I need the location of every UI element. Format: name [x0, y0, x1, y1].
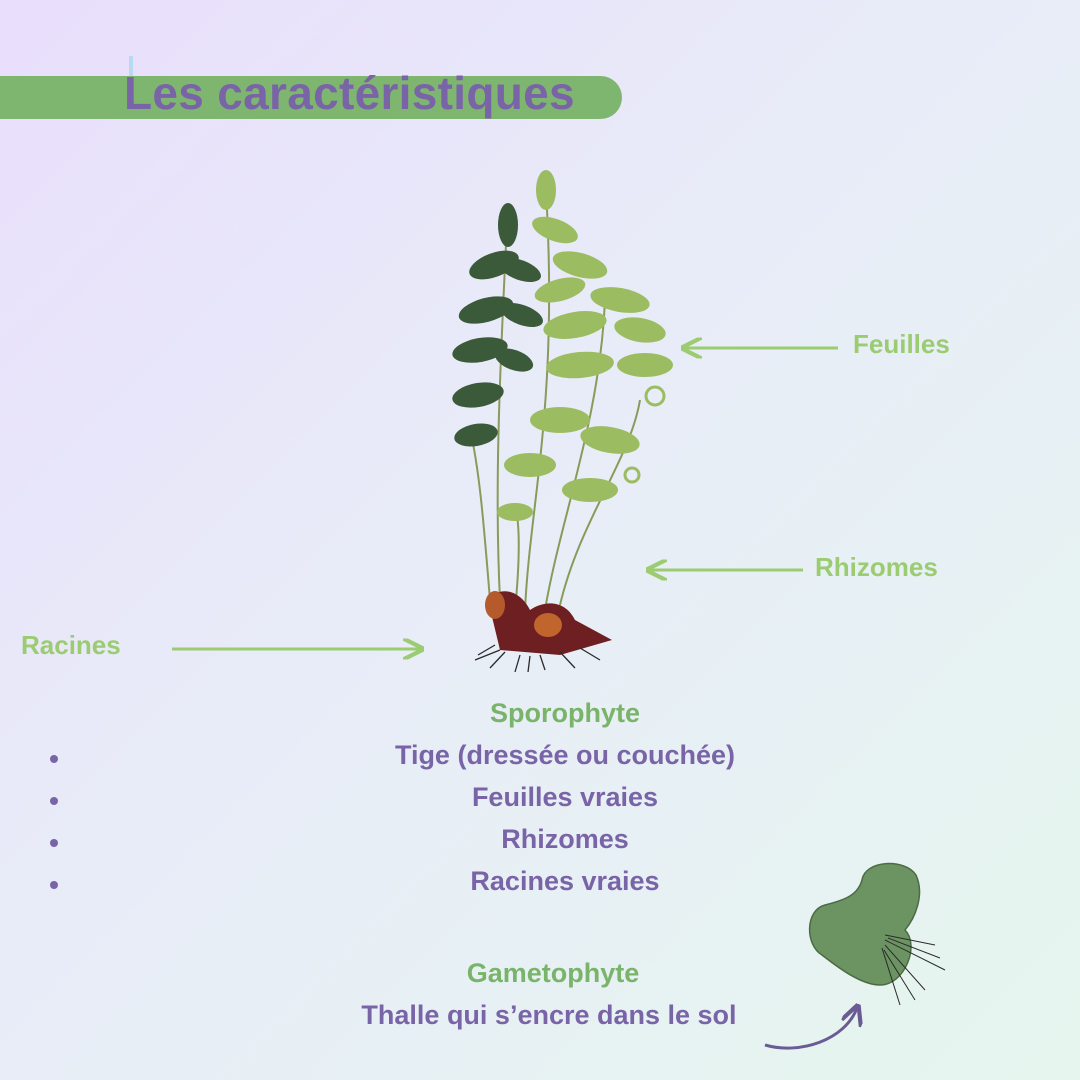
title-marker: [129, 56, 133, 78]
sporophyte-heading: Sporophyte: [489, 698, 640, 728]
gametophyte-heading: Gametophyte: [466, 958, 640, 988]
arrow-gametophyte: [764, 1008, 857, 1050]
label-rhizomes: Rhizomes: [815, 552, 938, 582]
thallus-illustration: [808, 862, 946, 1006]
bullet-1: [50, 755, 58, 763]
page-title: Les caractéristiques: [124, 67, 575, 119]
light-frond: [497, 170, 673, 521]
sporophyte-item-4: Racines vraies: [470, 866, 660, 896]
gametophyte-description: Thalle qui s’encre dans le sol: [361, 1000, 737, 1030]
dark-frond: [452, 203, 543, 447]
bullet-2: [50, 797, 58, 805]
sporophyte-item-3: Rhizomes: [501, 824, 629, 854]
sporophyte-item-1: Tige (dressée ou couchée): [394, 740, 736, 770]
rhizome: [485, 591, 612, 655]
fern-illustration: [452, 170, 673, 673]
title-bar: [0, 76, 622, 119]
label-feuilles: Feuilles: [853, 329, 950, 359]
bullet-3: [50, 839, 58, 847]
bullet-4: [50, 881, 58, 889]
roots: [474, 644, 601, 673]
label-racines: Racines: [21, 630, 121, 660]
sporophyte-item-2: Feuilles vraies: [471, 782, 659, 812]
